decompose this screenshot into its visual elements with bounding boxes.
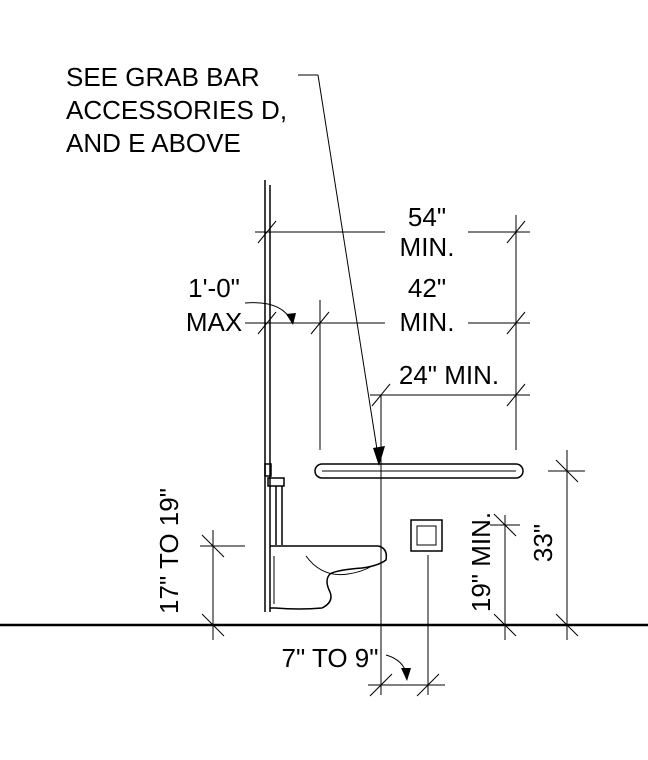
flush-valve — [264, 463, 285, 545]
callout-text: SEE GRAB BAR ACCESSORIES D, AND E ABOVE — [66, 62, 287, 158]
dim-12-value: 1'-0" — [188, 273, 240, 303]
dim-12-max-label: MAX — [186, 307, 242, 337]
dimension-24-min: 24" MIN. — [370, 360, 530, 407]
back-wall — [264, 180, 271, 612]
dimension-seat-height: 17" TO 19" — [154, 488, 245, 637]
dimension-54-min: 54" MIN. — [255, 202, 530, 262]
dim-54-value: 54" — [408, 202, 446, 232]
toilet-fixture — [270, 545, 388, 610]
dimension-19-min: 19" MIN. — [466, 512, 520, 637]
dimension-42-min: 42" MIN. — [245, 273, 530, 337]
dimension-33: 33" — [528, 459, 585, 637]
dim-24-label: 24" MIN. — [399, 360, 499, 390]
dimension-1ft-max: 1'-0" MAX — [186, 273, 296, 337]
dimension-7-to-9: 7" TO 9" — [282, 643, 445, 697]
dim-33-label: 33" — [528, 524, 558, 562]
callout-line-3: AND E ABOVE — [66, 128, 241, 158]
dim-7to9-label: 7" TO 9" — [282, 643, 379, 673]
callout-leader — [298, 74, 385, 466]
toilet-paper-dispenser — [410, 519, 443, 552]
dim-42-value: 42" — [408, 273, 446, 303]
extension-lines — [212, 215, 568, 695]
dim-54-min-label: MIN. — [400, 232, 455, 262]
dim-seat-label: 17" TO 19" — [154, 488, 184, 614]
grab-bar — [314, 463, 524, 479]
callout-line-1: SEE GRAB BAR — [66, 62, 260, 92]
callout-line-2: ACCESSORIES D, — [66, 95, 287, 125]
dim-42-min-label: MIN. — [400, 307, 455, 337]
dim-19-label: 19" MIN. — [466, 512, 496, 612]
